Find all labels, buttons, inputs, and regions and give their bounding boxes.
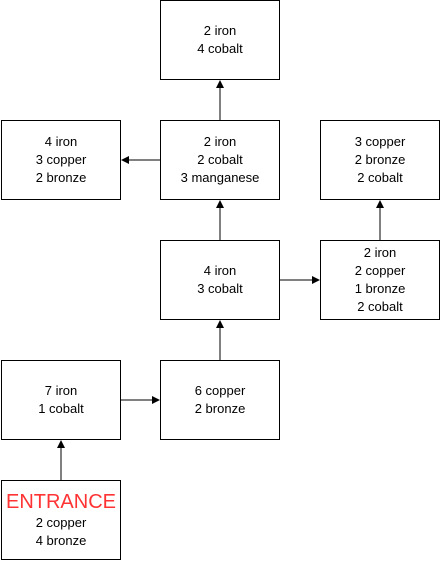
room-2iron-mid: 2 iron 2 cobalt 3 manganese (160, 120, 280, 200)
room-line: 3 copper (35, 152, 87, 167)
room-line: 2 cobalt (197, 152, 243, 167)
room-7iron: 7 iron 1 cobalt (1, 360, 121, 440)
room-line: 2 bronze (35, 170, 87, 185)
room-line: 3 copper (354, 134, 406, 149)
room-line: 3 cobalt (197, 281, 243, 296)
room-line: 2 iron (363, 245, 397, 260)
room-line: 7 iron (44, 383, 78, 398)
room-line: 2 copper (354, 263, 406, 278)
room-line: 2 cobalt (357, 170, 403, 185)
room-line: 1 cobalt (38, 401, 84, 416)
room-4iron: 4 iron 3 cobalt (160, 240, 280, 320)
room-entrance: ENTRANCE 2 copper 4 bronze (1, 480, 121, 560)
room-line: 4 bronze (35, 533, 87, 548)
room-line: 1 bronze (354, 281, 406, 296)
room-line: 2 bronze (194, 401, 246, 416)
room-top: 2 iron 4 cobalt (160, 0, 280, 80)
room-6copper: 6 copper 2 bronze (160, 360, 280, 440)
room-line: 2 bronze (354, 152, 406, 167)
room-4iron-left: 4 iron 3 copper 2 bronze (1, 120, 121, 200)
room-line: 6 copper (194, 383, 246, 398)
room-line: 4 iron (44, 134, 78, 149)
room-line: 2 copper (35, 515, 87, 530)
room-line: 4 iron (203, 263, 237, 278)
room-line: 2 cobalt (357, 299, 403, 314)
room-line: 2 iron (203, 23, 237, 38)
entrance-title: ENTRANCE (5, 491, 116, 513)
room-3copper: 3 copper 2 bronze 2 cobalt (320, 120, 440, 200)
room-2iron-right: 2 iron 2 copper 1 bronze 2 cobalt (320, 240, 440, 320)
room-line: 2 iron (203, 134, 237, 149)
room-line: 4 cobalt (197, 41, 243, 56)
room-line: 3 manganese (180, 170, 260, 185)
